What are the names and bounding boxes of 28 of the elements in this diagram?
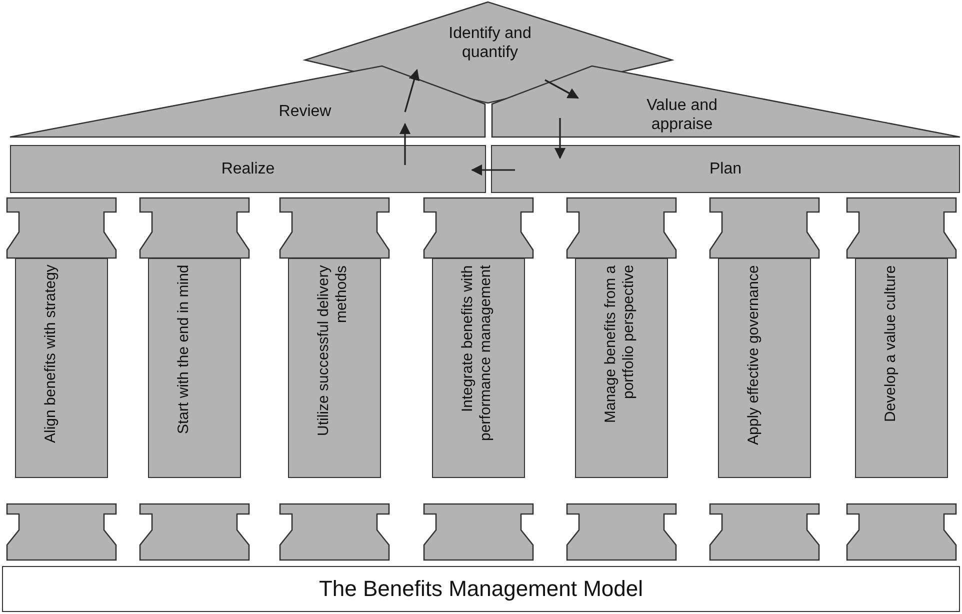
principle-label: Utilize successful delivery methods bbox=[314, 265, 350, 438]
pillar-shaft bbox=[432, 258, 525, 478]
principle-label: Apply effective governance bbox=[744, 265, 762, 447]
foundation-base bbox=[2, 566, 960, 612]
pillar-shaft bbox=[718, 258, 811, 478]
pillar-shaft bbox=[15, 258, 108, 478]
roof-section bbox=[492, 66, 960, 138]
beam-section bbox=[491, 145, 960, 193]
pillar-shaft bbox=[148, 258, 241, 478]
stage-label: Plan bbox=[708, 159, 743, 179]
pillar-shaft bbox=[575, 258, 668, 478]
arrow bbox=[399, 122, 411, 165]
stage-label: Identify and quantify bbox=[448, 24, 532, 62]
arrow bbox=[554, 118, 566, 160]
principle-label: Align benefits with strategy bbox=[42, 265, 60, 446]
stage-label: Review bbox=[278, 102, 332, 122]
beam-section bbox=[10, 145, 486, 193]
principle-label: Develop a value culture bbox=[882, 265, 900, 424]
stage-label: Realize bbox=[220, 159, 276, 179]
pillar-shaft bbox=[288, 258, 381, 478]
arrow bbox=[470, 164, 515, 176]
stage-label: Value and appraise bbox=[646, 96, 718, 134]
pillar-shaft bbox=[855, 258, 948, 478]
arrow bbox=[544, 79, 579, 99]
model-title: The Benefits Management Model bbox=[318, 576, 644, 602]
roof-section bbox=[10, 66, 485, 138]
arrow bbox=[404, 68, 420, 112]
principle-label: Start with the end in mind bbox=[174, 265, 192, 436]
